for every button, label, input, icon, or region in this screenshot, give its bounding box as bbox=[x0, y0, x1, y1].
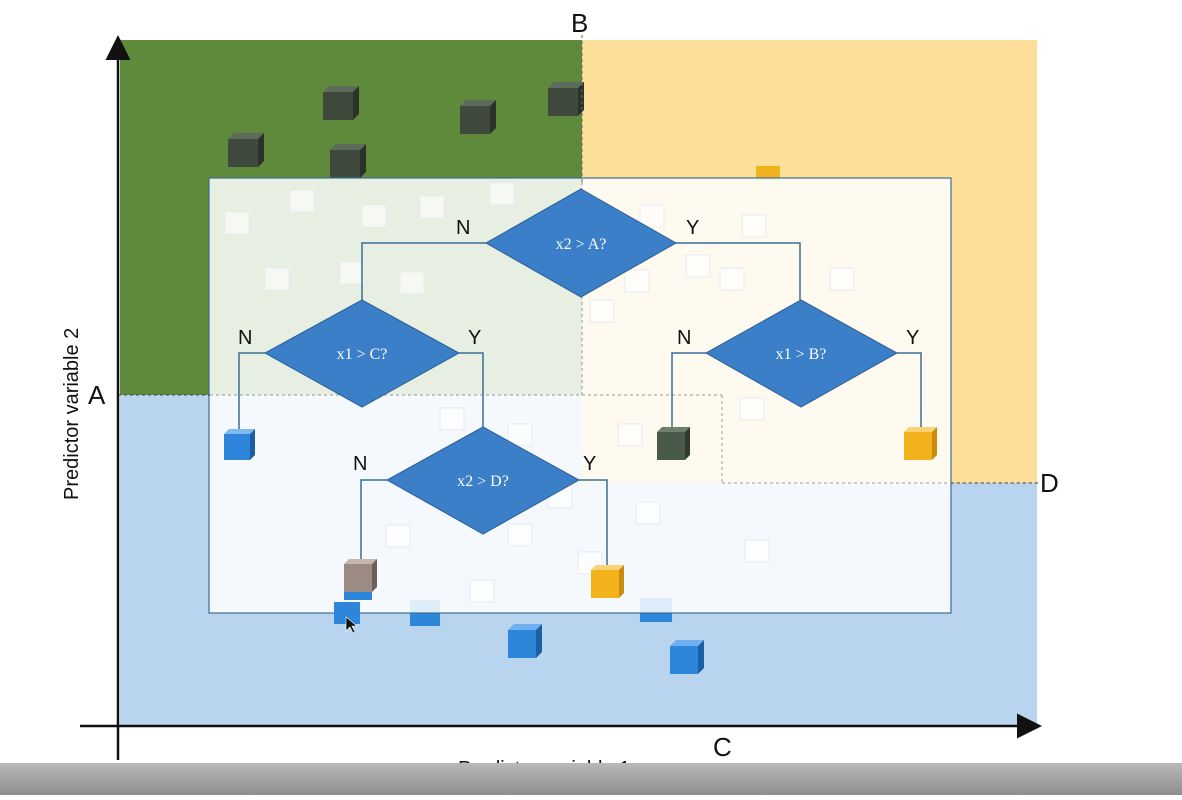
cube-icon bbox=[344, 559, 377, 600]
lower-diamond-shape bbox=[385, 426, 581, 535]
left-diamond-shape bbox=[263, 299, 461, 408]
mouse-pointer-icon bbox=[345, 616, 358, 634]
threshold-c-label: C bbox=[713, 732, 732, 762]
root-question: x2 > A? bbox=[556, 236, 607, 253]
cube-icon bbox=[460, 100, 496, 134]
tree-connectors bbox=[238, 242, 922, 568]
left-yes-label: Y bbox=[468, 327, 481, 349]
lower-yes-label: Y bbox=[583, 453, 596, 475]
dashed-boundaries bbox=[210, 182, 1037, 484]
cube-icon bbox=[330, 144, 366, 178]
right-decision-node: x1 > B? bbox=[704, 299, 899, 408]
root-yes-label: Y bbox=[686, 217, 699, 239]
cube-icon bbox=[228, 133, 264, 167]
root-decision-node: x2 > A? bbox=[484, 188, 678, 298]
right-diamond-shape bbox=[704, 299, 899, 408]
cube-icon bbox=[591, 565, 624, 598]
lower-decision-node: x2 > D? bbox=[385, 426, 581, 535]
threshold-d-label: D bbox=[1040, 468, 1059, 498]
left-decision-node: x1 > C? bbox=[263, 299, 461, 408]
right-no-label: N bbox=[677, 327, 691, 349]
right-question: x1 > B? bbox=[776, 346, 827, 363]
root-diamond-shape bbox=[484, 188, 678, 298]
left-question: x1 > C? bbox=[337, 346, 388, 363]
right-yes-label: Y bbox=[906, 327, 919, 349]
cube-icon bbox=[756, 166, 780, 180]
lower-question: x2 > D? bbox=[457, 473, 509, 490]
cube-icon bbox=[548, 82, 584, 116]
cube-icon bbox=[904, 427, 937, 460]
video-control-bar bbox=[0, 763, 1182, 795]
cube-icon bbox=[508, 624, 542, 658]
cube-icon bbox=[334, 602, 360, 624]
root-no-label: N bbox=[456, 217, 470, 239]
cube-icon bbox=[657, 427, 690, 460]
lower-no-label: N bbox=[353, 453, 367, 475]
cube-icon bbox=[224, 429, 255, 460]
threshold-a-label: A bbox=[88, 380, 106, 410]
threshold-b-label: B bbox=[571, 8, 588, 38]
y-axis-label: Predictor variable 2 bbox=[61, 328, 83, 500]
left-no-label: N bbox=[238, 327, 252, 349]
cube-icon bbox=[323, 86, 359, 120]
cube-icon bbox=[670, 640, 704, 674]
